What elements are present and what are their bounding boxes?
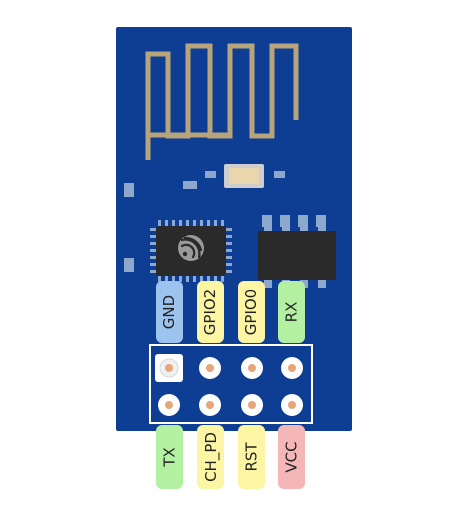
pin-label-ch-pd: CH_PD — [197, 425, 224, 489]
antenna-trace — [145, 43, 299, 160]
pin-label-tx: TX — [156, 425, 183, 489]
flash-chip — [258, 231, 336, 280]
smd-component — [124, 183, 134, 197]
pin-header-frame — [149, 344, 313, 424]
header-pads — [155, 354, 303, 416]
smd-pads-row — [262, 215, 326, 227]
smd-component — [183, 181, 197, 189]
pin-label-rst: RST — [238, 425, 265, 489]
smd-component — [274, 171, 285, 178]
pin-label-gpio0: GPIO0 — [238, 281, 265, 343]
pin-label-vcc: VCC — [278, 425, 305, 489]
pin-label-rx: RX — [278, 281, 305, 343]
crystal-inner — [229, 168, 259, 184]
smd-component — [124, 258, 134, 272]
pin-label-gnd: GND — [156, 281, 183, 343]
esp-logo-icon — [178, 235, 204, 261]
pin-label-gpio2: GPIO2 — [197, 281, 224, 343]
esp-chip-pins — [150, 220, 232, 282]
smd-component — [205, 171, 216, 178]
